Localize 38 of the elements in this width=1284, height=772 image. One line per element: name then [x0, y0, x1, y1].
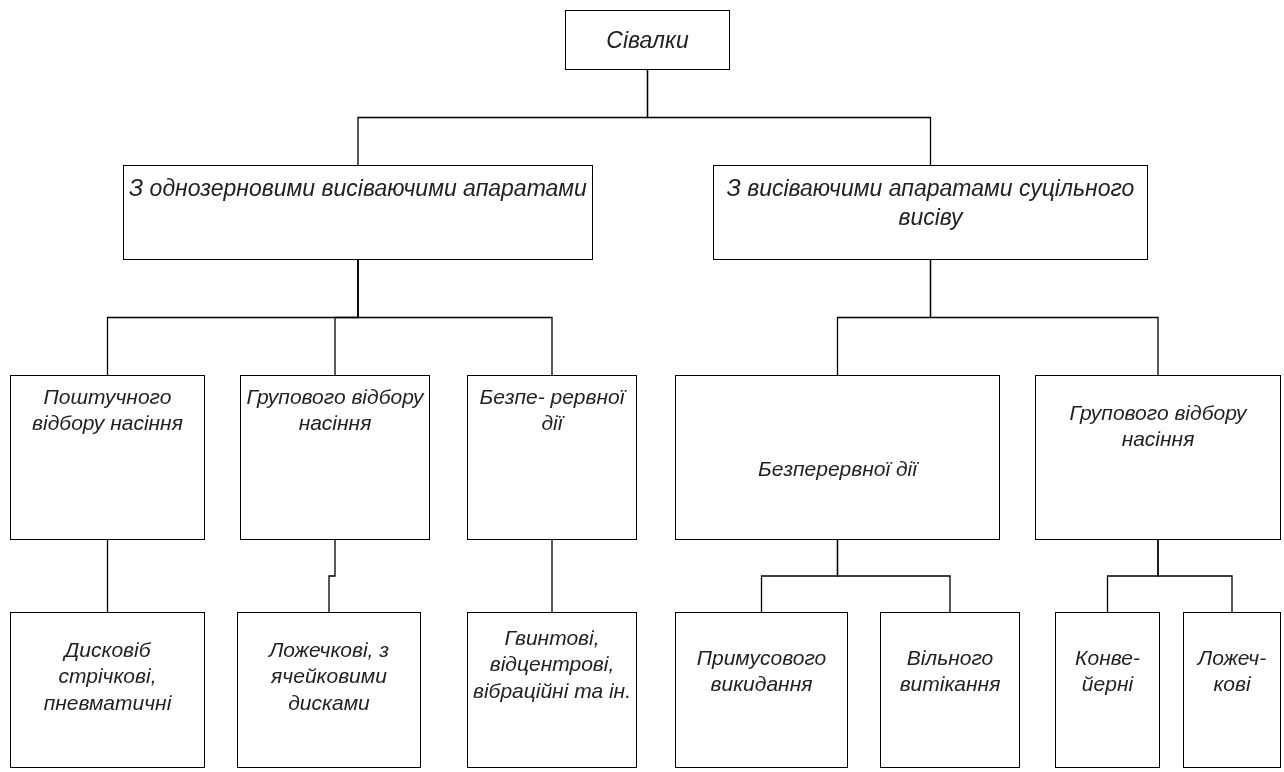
category-label: Дисковіб стрічкові, пневматичні — [42, 637, 173, 716]
connector-line — [357, 259, 553, 376]
connector-line — [1157, 539, 1233, 613]
category-label: З однозерновими висіваючими апаратами — [129, 174, 587, 203]
category-box — [675, 375, 1000, 540]
category-box — [240, 375, 430, 540]
category-box — [10, 612, 205, 768]
category-box — [1055, 612, 1160, 768]
category-box — [675, 612, 848, 768]
connector-line — [106, 539, 109, 613]
category-box — [1183, 612, 1281, 768]
category-label: Поштучного відбору насіння — [31, 384, 184, 437]
connector-line — [646, 69, 932, 166]
category-label: Конве- йерні — [1074, 645, 1141, 698]
category-box — [880, 612, 1020, 768]
category-box — [10, 375, 205, 540]
connector-line — [328, 539, 336, 613]
category-box — [467, 612, 637, 768]
category-label: Гвинтові, відцентрові, вібраційні та ін. — [472, 625, 632, 704]
connector-line — [836, 539, 951, 613]
category-label: Групового відбору насіння — [1068, 400, 1249, 453]
category-label: Вільного витікання — [898, 645, 1002, 698]
category-label: Безпе- рервної дії — [478, 384, 628, 437]
connector-line — [929, 259, 1159, 376]
category-box — [565, 10, 730, 70]
category-label: Сівалки — [606, 25, 689, 55]
category-label: Безперервної дії — [758, 456, 917, 483]
category-label: Ложеч- кові — [1195, 645, 1268, 698]
category-label: Примусового викидання — [695, 645, 828, 698]
connector-line — [551, 539, 553, 613]
category-label: Ложечкові, з ячейковими дисками — [267, 637, 391, 716]
category-label: З висіваючими апаратами суцільного висіву — [725, 174, 1136, 232]
category-box — [713, 165, 1148, 260]
category-box — [467, 375, 637, 540]
category-box — [1035, 375, 1281, 540]
category-label: Групового відбору насіння — [245, 384, 425, 437]
category-box — [237, 612, 421, 768]
category-box — [123, 165, 593, 260]
